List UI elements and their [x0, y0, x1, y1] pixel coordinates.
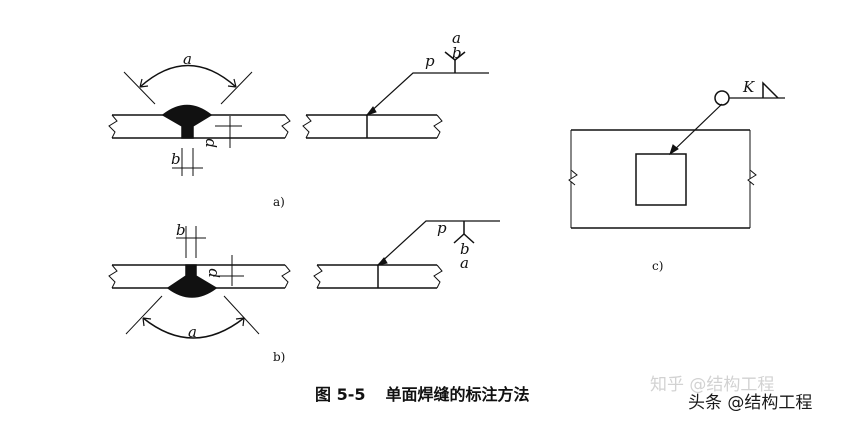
fig-a-angle-label: a	[183, 50, 192, 68]
figure-number: 图 5-5	[315, 385, 366, 404]
fig-c-k-label: K	[742, 78, 755, 96]
fig-a-weld-symbol	[302, 51, 489, 139]
figure-caption: 图 5-5 单面焊缝的标注方法	[315, 381, 550, 405]
fig-b-b-label: b	[176, 221, 186, 239]
fig-b-p-label: p	[203, 268, 221, 278]
fig-b-weld-section	[108, 226, 291, 339]
fig-a-b-label: b	[171, 150, 181, 168]
fig-a-symbol-b-label: b	[452, 44, 462, 62]
fig-b-angle-label: a	[188, 323, 197, 341]
fig-a-weld-section	[108, 64, 291, 176]
fig-b-panel-label: b)	[273, 350, 285, 364]
fig-c-panel-label: c)	[652, 259, 663, 273]
fig-a-symbol-p-label: p	[425, 52, 435, 70]
figure-title: 单面焊缝的标注方法	[385, 385, 530, 404]
fig-a-p-label: p	[200, 138, 218, 148]
fig-a-symbol-a-label: a	[452, 29, 461, 47]
fig-b-symbol-p-label: p	[437, 219, 447, 237]
fig-c-plate	[568, 81, 785, 229]
fig-b-symbol-a-label: a	[460, 254, 469, 272]
fig-b-weld-symbol	[313, 220, 500, 289]
fig-b-symbol-b-label: b	[460, 240, 470, 258]
zhihu-watermark: 知乎 @结构工程	[650, 375, 775, 395]
toutiao-watermark: 头条 @结构工程	[688, 393, 813, 413]
fig-a-panel-label: a)	[273, 195, 285, 209]
